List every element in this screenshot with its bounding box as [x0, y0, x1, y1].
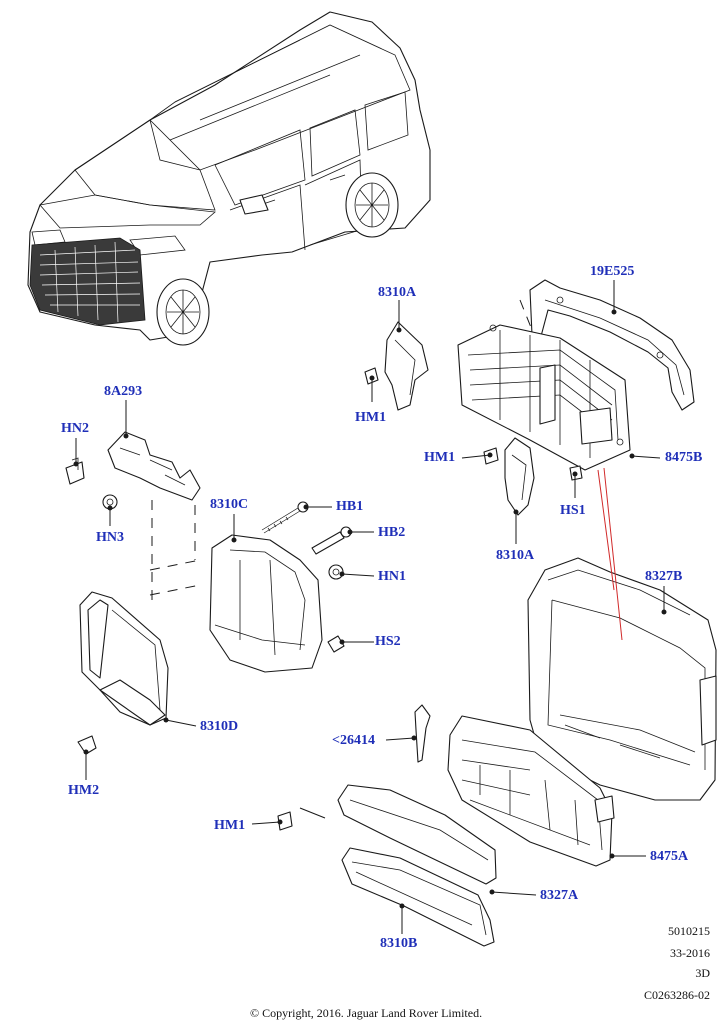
- label-8310C: 8310C: [210, 497, 249, 512]
- part-HM2-clip: [77, 735, 97, 755]
- label-19E525: 19E525: [590, 264, 635, 279]
- part-8310C-air-guide: [209, 534, 323, 673]
- part-8310A-bottom-bracket: [504, 437, 535, 516]
- part-HN2-clip: [65, 457, 85, 485]
- drawing-ref-number: 5010215: [668, 924, 710, 938]
- drawing-date-code: 33-2016: [670, 946, 710, 960]
- label-8A293: 8A293: [104, 384, 143, 399]
- drawing-id: C0263286-02: [644, 988, 710, 1002]
- part-8327A-seal: [337, 784, 497, 885]
- label-HM2: HM2: [68, 783, 100, 798]
- label-HN1: HN1: [378, 569, 406, 584]
- label-8327B: 8327B: [645, 569, 683, 584]
- label-HM1-bottom: HM1: [214, 818, 246, 833]
- part-HB2-bolt: [311, 526, 352, 555]
- label-8475A: 8475A: [650, 849, 689, 864]
- part-26414-pipe: [414, 704, 431, 763]
- part-8475B-active-shutter: [457, 324, 631, 471]
- part-8310A-top-bracket: [384, 321, 429, 411]
- label-8310A-bottom: 8310A: [496, 548, 535, 563]
- label-8327A: 8327A: [540, 888, 579, 903]
- label-HS1: HS1: [560, 503, 586, 518]
- label-8475B: 8475B: [665, 450, 703, 465]
- part-19E525-upper-support: [529, 279, 695, 411]
- leader-lines: [73, 280, 667, 934]
- part-8310D-side-duct: [79, 591, 169, 726]
- label-HN2: HN2: [61, 421, 89, 436]
- part-HB1-bolt: [261, 501, 309, 534]
- label-HM1-mid: HM1: [424, 450, 456, 465]
- drawing-view-type: 3D: [695, 966, 710, 980]
- label-HM1-top: HM1: [355, 410, 387, 425]
- label-HB1: HB1: [336, 499, 364, 514]
- part-HN1-nut: [328, 564, 344, 580]
- copyright-notice: © Copyright, 2016. Jaguar Land Rover Lim…: [250, 1006, 483, 1020]
- part-8327B-shroud: [527, 557, 717, 801]
- part-HS2-screw: [327, 635, 345, 653]
- label-HS2: HS2: [375, 634, 401, 649]
- part-8475A-grille-carrier: [447, 715, 615, 867]
- label-8310A-top: 8310A: [378, 285, 417, 300]
- label-HB2: HB2: [378, 525, 406, 540]
- part-8310B-deflector: [341, 847, 495, 947]
- vehicle-outline: [27, 11, 431, 346]
- label-8310B: 8310B: [380, 936, 418, 951]
- part-HN3-nut: [102, 494, 118, 510]
- label-HN3: HN3: [96, 530, 124, 545]
- part-8A293-clips: [107, 431, 201, 501]
- label-26414: <26414: [332, 733, 375, 748]
- label-8310D: 8310D: [200, 719, 239, 734]
